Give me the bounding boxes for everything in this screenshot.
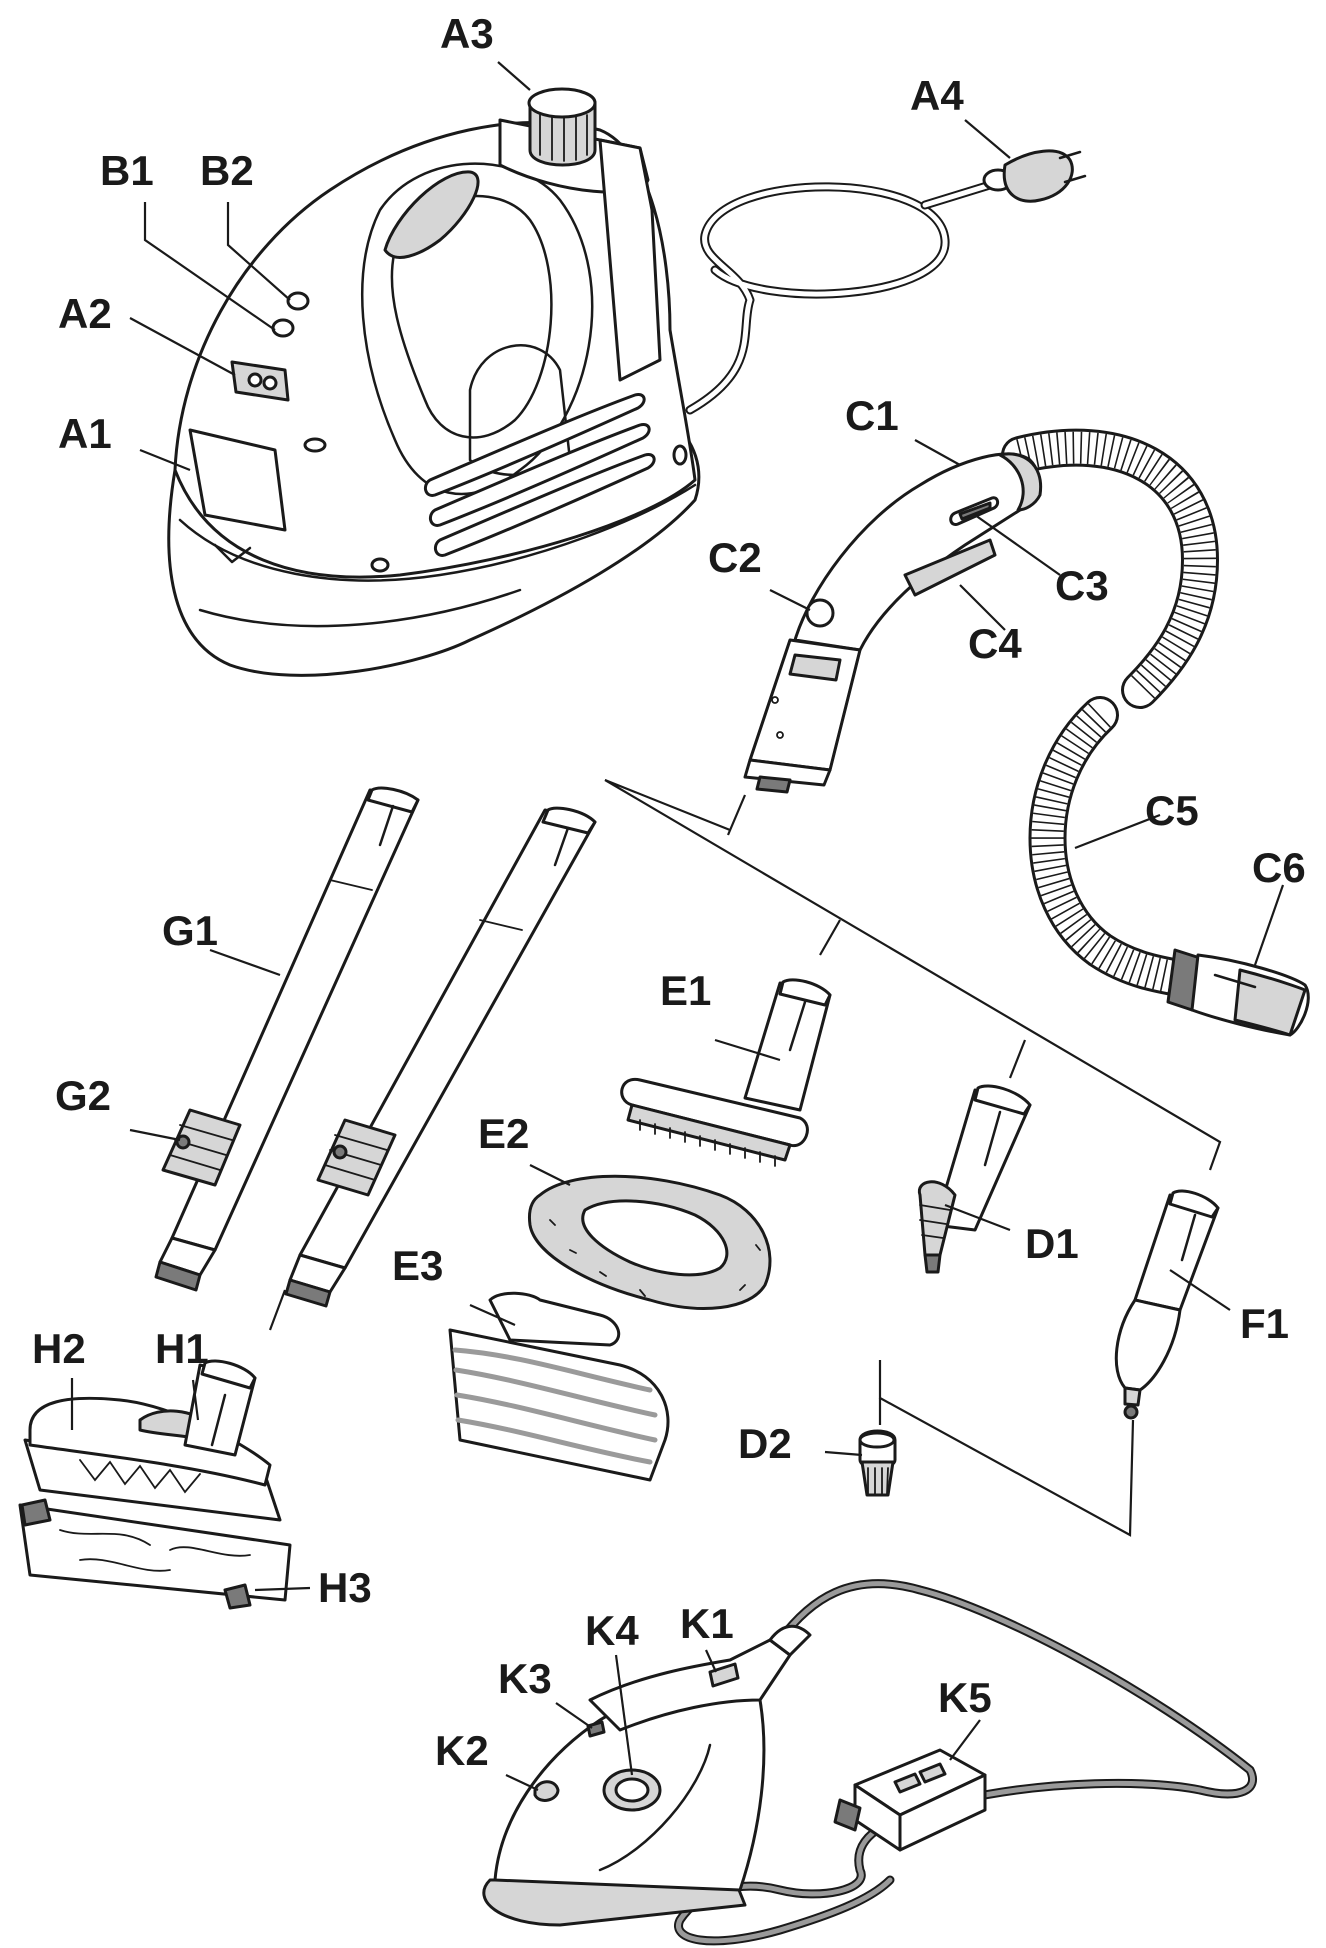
handpiece <box>743 428 1310 1037</box>
label-a3: A3 <box>440 10 494 57</box>
label-k2: K2 <box>435 1727 489 1774</box>
label-c4: C4 <box>968 620 1022 667</box>
label-h1: H1 <box>155 1325 209 1372</box>
label-a4: A4 <box>910 72 964 119</box>
floor-head <box>18 1359 292 1610</box>
steam-iron <box>482 1579 1257 1946</box>
label-f1: F1 <box>1240 1300 1289 1347</box>
label-k5: K5 <box>938 1674 992 1721</box>
label-e3: E3 <box>392 1242 443 1289</box>
label-a2: A2 <box>58 290 112 337</box>
label-d1: D1 <box>1025 1220 1079 1267</box>
striped-cloth-cover <box>448 1291 670 1482</box>
label-g1: G1 <box>162 907 218 954</box>
callout-leaders <box>70 61 1285 1791</box>
angle-nozzle <box>1114 1189 1220 1420</box>
label-c6: C6 <box>1252 844 1306 891</box>
label-d2: D2 <box>738 1420 792 1467</box>
assembly-lines <box>268 778 1222 1537</box>
label-e2: E2 <box>478 1110 529 1157</box>
label-a1: A1 <box>58 410 112 457</box>
label-b1: B1 <box>100 147 154 194</box>
detail-nozzle <box>917 1084 1032 1274</box>
label-k1: K1 <box>680 1600 734 1647</box>
cloth-cover-bonnet <box>528 1174 772 1310</box>
label-k3: K3 <box>498 1655 552 1702</box>
extension-tube-2 <box>284 806 597 1308</box>
label-b2: B2 <box>200 147 254 194</box>
label-c3: C3 <box>1055 562 1109 609</box>
label-c5: C5 <box>1145 787 1199 834</box>
label-e1: E1 <box>660 967 711 1014</box>
part-labels: A1 A2 A3 A4 B1 B2 C1 C2 C3 C4 C5 C6 D1 D… <box>32 10 1306 1774</box>
label-k4: K4 <box>585 1607 639 1654</box>
main-unit <box>167 87 1087 677</box>
label-g2: G2 <box>55 1072 111 1119</box>
label-h2: H2 <box>32 1325 86 1372</box>
label-h3: H3 <box>318 1564 372 1611</box>
brush-nozzle <box>620 978 832 1167</box>
power-plug <box>982 149 1087 203</box>
label-c2: C2 <box>708 534 762 581</box>
extension-tube-1 <box>154 786 420 1292</box>
label-c1: C1 <box>845 392 899 439</box>
round-brush <box>858 1429 897 1497</box>
